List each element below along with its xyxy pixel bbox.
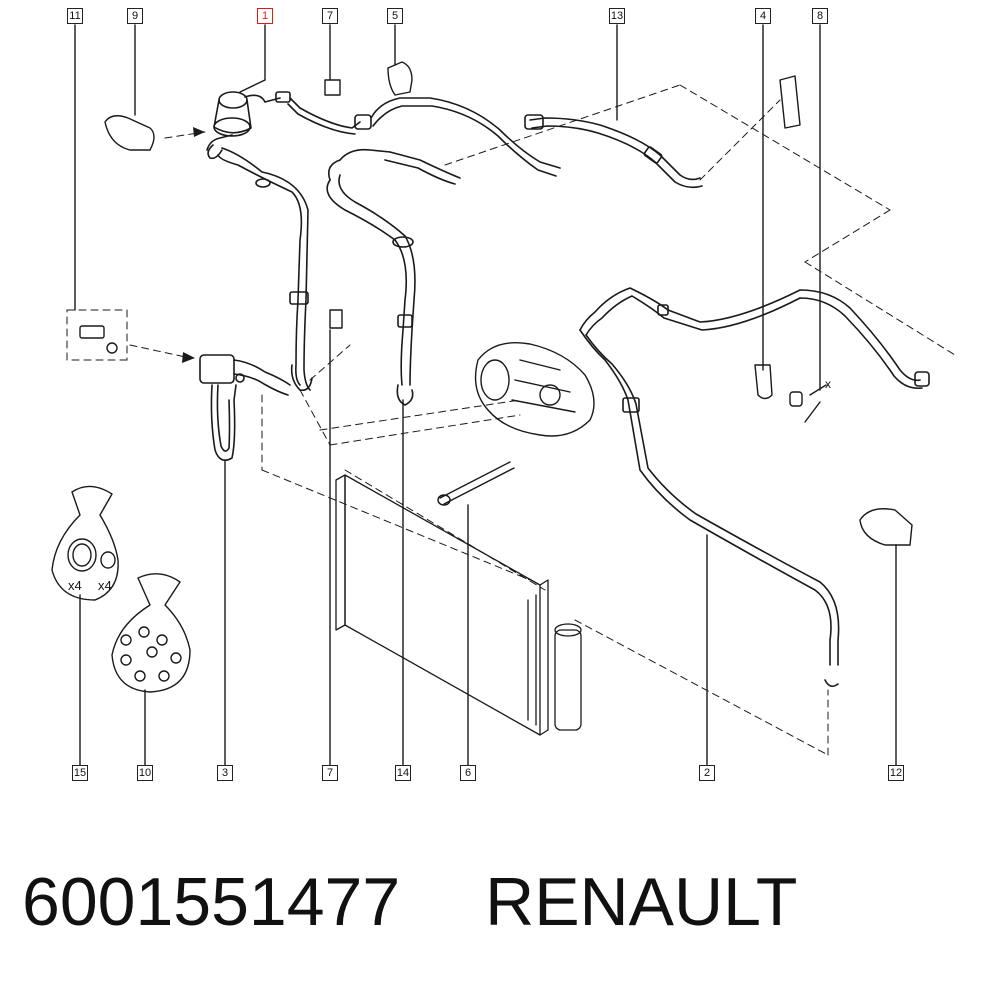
- callout-8: 8: [812, 8, 828, 24]
- ac-pipe-exploded-diagram: 11 9 1 7 5 13 4 8 15 10 3 7 14 6 2 12 x4…: [51, 8, 956, 781]
- callout-12: 12: [888, 765, 904, 781]
- axis-marker: x: [825, 377, 831, 391]
- callout-10: 10: [137, 765, 153, 781]
- hose-3: [199, 354, 291, 461]
- callout-5: 5: [387, 8, 403, 24]
- callout-13: 13: [609, 8, 625, 24]
- callout-11: 11: [67, 8, 83, 24]
- pipe-2: [579, 287, 930, 688]
- diagram-drawing: [51, 24, 956, 766]
- callout-4: 4: [755, 8, 771, 24]
- kit-15-quantity-left: x4: [68, 578, 82, 593]
- brand-name: RENAULT: [485, 864, 798, 940]
- seal-kits: [51, 485, 191, 693]
- callout-15: 15: [72, 765, 88, 781]
- kit-15-quantity-right: x4: [98, 578, 112, 593]
- callout-3: 3: [217, 765, 233, 781]
- callout-6: 6: [460, 765, 476, 781]
- part-number: 6001551477: [22, 864, 401, 940]
- callout-7-top: 7: [322, 8, 338, 24]
- hose-assembly-1: [206, 91, 561, 392]
- callout-14: 14: [395, 765, 411, 781]
- condenser: [335, 474, 582, 736]
- callout-2: 2: [699, 765, 715, 781]
- direction-arrows: [182, 127, 205, 363]
- callout-7-bottom: 7: [322, 765, 338, 781]
- leader-lines: [74, 24, 897, 766]
- callout-9: 9: [127, 8, 143, 24]
- clips: [104, 115, 913, 546]
- pressure-switch-11: [79, 325, 118, 354]
- pipe-13: [524, 114, 703, 189]
- callout-1-highlighted: 1: [257, 8, 273, 24]
- dashed-guides: [66, 84, 956, 756]
- compressor: [437, 342, 595, 506]
- product-caption: 6001551477 RENAULT: [22, 862, 797, 942]
- hose-14: [326, 148, 461, 406]
- small-parts: [324, 61, 827, 423]
